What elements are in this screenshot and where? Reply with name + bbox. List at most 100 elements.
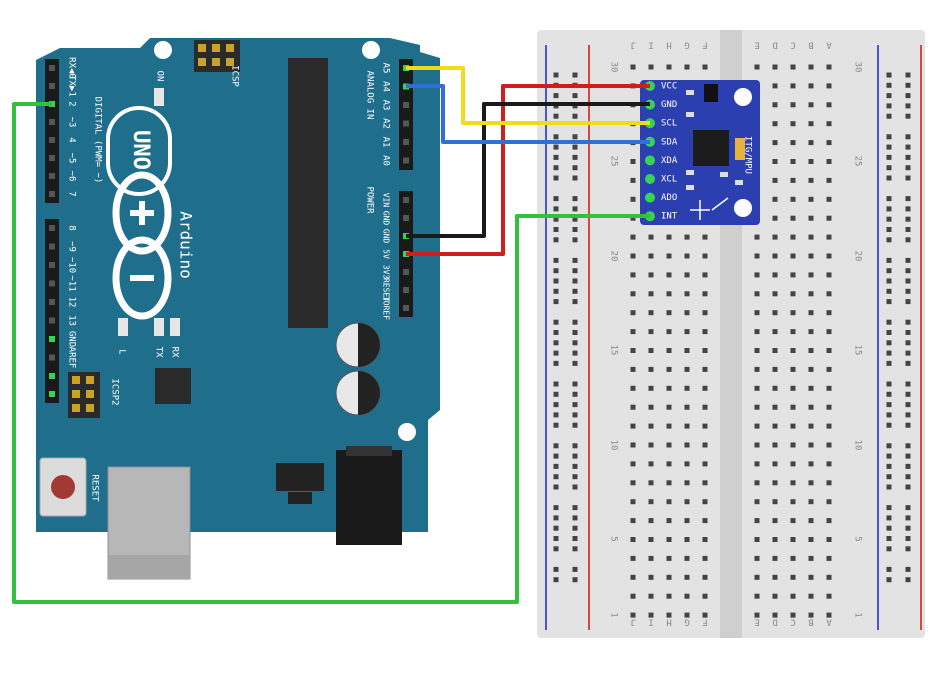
- header-pin[interactable]: [403, 269, 409, 275]
- header-pin[interactable]: [49, 262, 55, 268]
- breadboard-hole: [790, 310, 796, 316]
- rail-hole: [572, 268, 578, 274]
- row-number: 30: [609, 62, 619, 73]
- breadboard-hole: [754, 291, 760, 297]
- breadboard-hole: [826, 102, 832, 108]
- breadboard-hole: [648, 64, 654, 70]
- header-pin[interactable]: [49, 299, 55, 305]
- breadboard-hole: [684, 348, 690, 353]
- breadboard-hole: [772, 423, 778, 429]
- breadboard-hole: [702, 291, 708, 297]
- rail-hole: [886, 505, 892, 511]
- icsp-pin[interactable]: [226, 58, 234, 66]
- header-pin[interactable]: [403, 139, 409, 145]
- icsp-pin[interactable]: [212, 44, 220, 52]
- header-pin[interactable]: [403, 102, 409, 108]
- rail-hole: [572, 93, 578, 99]
- breadboard-hole: [790, 366, 796, 372]
- rail-hole: [905, 515, 911, 521]
- header-pin[interactable]: [49, 391, 55, 397]
- icsp-pin[interactable]: [72, 376, 80, 384]
- header-pin[interactable]: [403, 305, 409, 311]
- icsp-pin[interactable]: [198, 58, 206, 66]
- header-pin[interactable]: [49, 65, 55, 71]
- mpu-pin-label: VCC: [661, 82, 677, 92]
- breadboard-hole: [754, 366, 760, 372]
- header-pin[interactable]: [403, 215, 409, 221]
- header-pin[interactable]: [49, 373, 55, 379]
- row-number: 20: [609, 251, 619, 262]
- breadboard-hole: [808, 423, 814, 429]
- icsp-header-top: [194, 40, 240, 72]
- breadboard-hole: [790, 329, 796, 335]
- mpu-pin[interactable]: [645, 192, 655, 203]
- breadboard-hole: [666, 442, 672, 448]
- breadboard-hole: [790, 593, 796, 599]
- mpu-pin-label: INT: [661, 212, 678, 222]
- rail-hole: [886, 268, 892, 274]
- breadboard-hole: [808, 499, 814, 505]
- rail-hole: [905, 82, 911, 88]
- icsp-pin[interactable]: [86, 390, 94, 398]
- header-pin[interactable]: [49, 354, 55, 361]
- icsp-pin[interactable]: [72, 390, 80, 398]
- column-letter: J: [630, 617, 635, 627]
- icsp-pin[interactable]: [72, 404, 80, 412]
- icsp-pin[interactable]: [198, 44, 206, 52]
- header-pin[interactable]: [49, 317, 55, 324]
- breadboard-hole: [772, 574, 778, 580]
- icsp-pin[interactable]: [226, 44, 234, 52]
- icsp-pin[interactable]: [86, 404, 94, 412]
- rail-hole: [553, 474, 559, 480]
- header-pin[interactable]: [403, 120, 409, 127]
- header-pin[interactable]: [49, 173, 55, 179]
- rail-hole: [905, 484, 911, 490]
- header-pin[interactable]: [49, 155, 55, 161]
- breadboard-hole: [790, 461, 796, 467]
- header-pin[interactable]: [403, 287, 409, 293]
- breadboard-hole: [630, 177, 636, 183]
- mpu-pin[interactable]: [645, 155, 655, 166]
- breadboard-hole: [630, 442, 636, 448]
- header-pin[interactable]: [49, 83, 55, 89]
- breadboard-hole: [772, 121, 778, 127]
- header-pin[interactable]: [49, 119, 55, 125]
- breadboard-hole: [808, 404, 814, 410]
- breadboard-hole: [808, 612, 814, 618]
- breadboard-hole: [772, 461, 778, 467]
- breadboard-hole: [808, 159, 814, 164]
- rail-hole: [572, 350, 578, 356]
- header-pin[interactable]: [49, 336, 55, 342]
- rail-hole: [572, 536, 578, 541]
- header-pin[interactable]: [49, 280, 55, 287]
- breadboard-hole: [826, 499, 832, 505]
- breadboard-hole: [772, 272, 778, 278]
- header-pin[interactable]: [403, 157, 409, 164]
- breadboard-hole: [826, 366, 832, 372]
- icsp-pin[interactable]: [212, 58, 220, 66]
- header-pin[interactable]: [49, 137, 55, 143]
- breadboard-hole: [808, 574, 814, 580]
- breadboard-hole: [808, 310, 814, 316]
- column-letter: G: [684, 617, 689, 627]
- breadboard-hole: [630, 291, 636, 297]
- row-number: 20: [853, 251, 863, 262]
- icsp-pin[interactable]: [86, 376, 94, 384]
- rail-hole: [553, 113, 559, 119]
- rail-hole: [572, 227, 578, 232]
- header-pin[interactable]: [49, 243, 55, 250]
- breadboard-hole: [630, 537, 636, 542]
- breadboard-hole: [808, 234, 814, 240]
- breadboard-hole: [826, 291, 832, 297]
- header-pin[interactable]: [49, 191, 55, 197]
- breadboard-hole: [684, 461, 690, 467]
- breadboard-hole: [754, 499, 760, 505]
- reset-button-cap[interactable]: [51, 475, 75, 499]
- breadboard-hole: [772, 442, 778, 448]
- axis-marker-icon: [690, 197, 729, 220]
- mpu-pin[interactable]: [645, 174, 655, 184]
- header-pin[interactable]: [403, 197, 409, 203]
- header-pin[interactable]: [49, 225, 55, 231]
- analog-pin-label: A0: [381, 155, 391, 166]
